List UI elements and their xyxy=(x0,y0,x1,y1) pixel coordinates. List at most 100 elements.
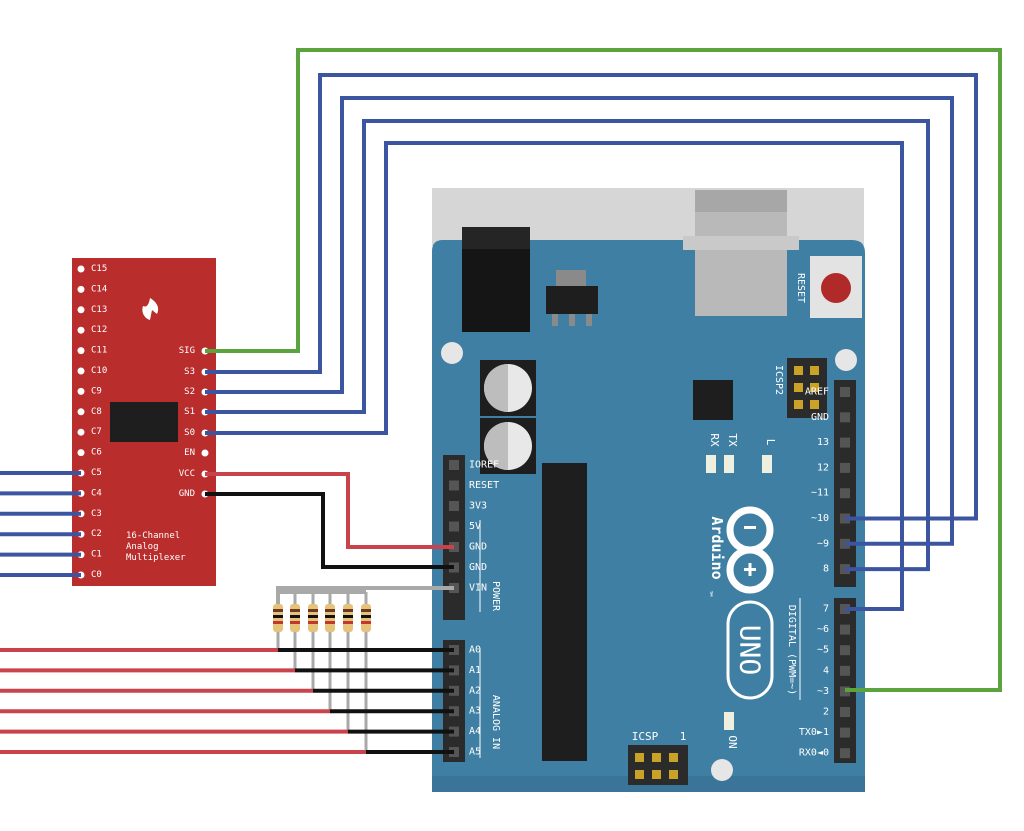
power-pin-socket[interactable] xyxy=(449,460,459,470)
l-led-label: L xyxy=(764,439,777,446)
digital-pin-label: 8 xyxy=(823,564,829,575)
mux-pin-hole[interactable] xyxy=(201,449,209,457)
digital-pin-socket[interactable] xyxy=(840,488,850,499)
mux-right-pin-label: S2 xyxy=(184,387,195,397)
wires xyxy=(0,48,1002,754)
uno-badge: UNO xyxy=(726,600,774,700)
power-pin-socket[interactable] xyxy=(449,501,459,511)
icsp-pin xyxy=(669,753,678,762)
power-pin-socket[interactable] xyxy=(449,521,459,532)
digital-pin-socket[interactable] xyxy=(840,462,850,473)
mux-pin-hole[interactable] xyxy=(77,285,85,293)
resistor-band xyxy=(343,621,353,624)
digital-pin-label: 12 xyxy=(817,462,829,473)
digital-pin-socket[interactable] xyxy=(840,707,850,717)
rx-led-label: RX xyxy=(708,433,721,447)
mux-left-pin-label: C4 xyxy=(91,488,102,498)
resistor-band xyxy=(273,609,283,612)
mux-pin-hole[interactable] xyxy=(77,408,85,416)
icsp-label: ICSP xyxy=(632,730,659,743)
digital-pin-label: ~6 xyxy=(817,624,829,635)
mux-left-pin-label: C1 xyxy=(91,550,102,560)
select-wire-blue xyxy=(205,96,954,546)
analog-pin-label: A2 xyxy=(469,685,481,696)
power-pin-label: GND xyxy=(469,542,487,553)
mounting-hole xyxy=(441,342,463,364)
digital-header-upper xyxy=(834,380,856,587)
mux-pin-hole[interactable] xyxy=(77,326,85,334)
digital-header-lower xyxy=(834,598,856,763)
voltage-regulator-tab xyxy=(556,270,586,288)
resistor-band xyxy=(308,609,318,612)
reset-label: RESET xyxy=(795,273,806,303)
mux-pin-hole[interactable] xyxy=(77,428,85,436)
resistor-band xyxy=(361,609,371,612)
rx-led xyxy=(724,455,734,473)
digital-pin-socket[interactable] xyxy=(840,665,850,676)
mux-right-pin-label: SIG xyxy=(179,346,195,356)
digital-pin-socket[interactable] xyxy=(840,437,850,448)
digital-pin-label: 2 xyxy=(823,707,829,718)
mounting-hole xyxy=(711,759,733,781)
icsp2-pin xyxy=(810,400,819,409)
icsp-pin xyxy=(635,753,644,762)
uno-model-text: UNO xyxy=(734,625,767,676)
icsp-pin xyxy=(652,753,661,762)
mux-pin-hole[interactable] xyxy=(77,306,85,314)
analog-pin-label: A5 xyxy=(469,747,481,758)
resistor-band xyxy=(308,615,318,618)
resistor-band xyxy=(273,621,283,624)
digital-pin-socket[interactable] xyxy=(840,727,850,738)
mux-pin-hole[interactable] xyxy=(77,367,85,375)
icsp2-label: ICSP2 xyxy=(773,365,784,395)
digital-pin-socket[interactable] xyxy=(840,624,850,635)
power-barrel-jack-top xyxy=(462,227,530,249)
mux-left-pin-label: C9 xyxy=(91,386,102,396)
icsp2-pin xyxy=(794,383,803,392)
mux-pin-hole[interactable] xyxy=(77,387,85,395)
resistor-band xyxy=(290,621,300,624)
mux-left-pin-label: C7 xyxy=(91,427,102,437)
power-pin-socket[interactable] xyxy=(449,480,459,491)
capacitor xyxy=(480,418,536,474)
power-pin-label: 5V xyxy=(469,521,481,532)
regulator-leg xyxy=(586,314,592,326)
digital-pin-label: ~9 xyxy=(817,538,829,549)
digital-pin-label: GND xyxy=(811,412,829,423)
power-pin-label: IOREF xyxy=(469,460,499,471)
digital-pin-label: ~10 xyxy=(811,513,829,524)
power-header xyxy=(443,455,465,620)
usb-b-flange xyxy=(683,236,799,250)
mux-left-pin-label: C3 xyxy=(91,509,102,519)
mux-right-pin-label: EN xyxy=(184,448,195,458)
mux-pin-hole[interactable] xyxy=(77,449,85,457)
digital-pin-socket[interactable] xyxy=(840,645,850,656)
digital-pin-label: 4 xyxy=(823,665,829,676)
arduino-infinity-logo xyxy=(726,506,774,594)
digital-pin-socket[interactable] xyxy=(840,387,850,397)
arduino-uno-board: RESET ICSP2 TX RX L ON ICSP 1 xyxy=(432,188,865,792)
mux-left-pin-label: C13 xyxy=(91,305,107,315)
icsp2-pin xyxy=(810,366,819,375)
digital-pin-label: ~11 xyxy=(811,488,829,499)
reset-button[interactable] xyxy=(810,256,862,318)
digital-pin-label: ~3 xyxy=(817,686,829,697)
icsp2-header xyxy=(787,358,827,418)
vcc-wire-red xyxy=(205,472,454,549)
icsp2-pin xyxy=(810,383,819,392)
resistor-band xyxy=(273,615,283,618)
mux-ic-chip xyxy=(110,402,178,442)
mux-pin-hole[interactable] xyxy=(77,347,85,355)
select-wire-blue xyxy=(205,119,930,572)
l-led xyxy=(762,455,772,473)
resistor-band xyxy=(361,621,371,624)
mux-board-label: 16-Channel xyxy=(126,531,180,541)
digital-pin-socket[interactable] xyxy=(840,748,850,759)
digital-pin-socket[interactable] xyxy=(840,412,850,423)
mux-pin-hole[interactable] xyxy=(77,265,85,273)
tx-led-label: TX xyxy=(726,433,739,447)
voltage-regulator xyxy=(546,286,598,314)
mounting-hole xyxy=(835,349,857,371)
